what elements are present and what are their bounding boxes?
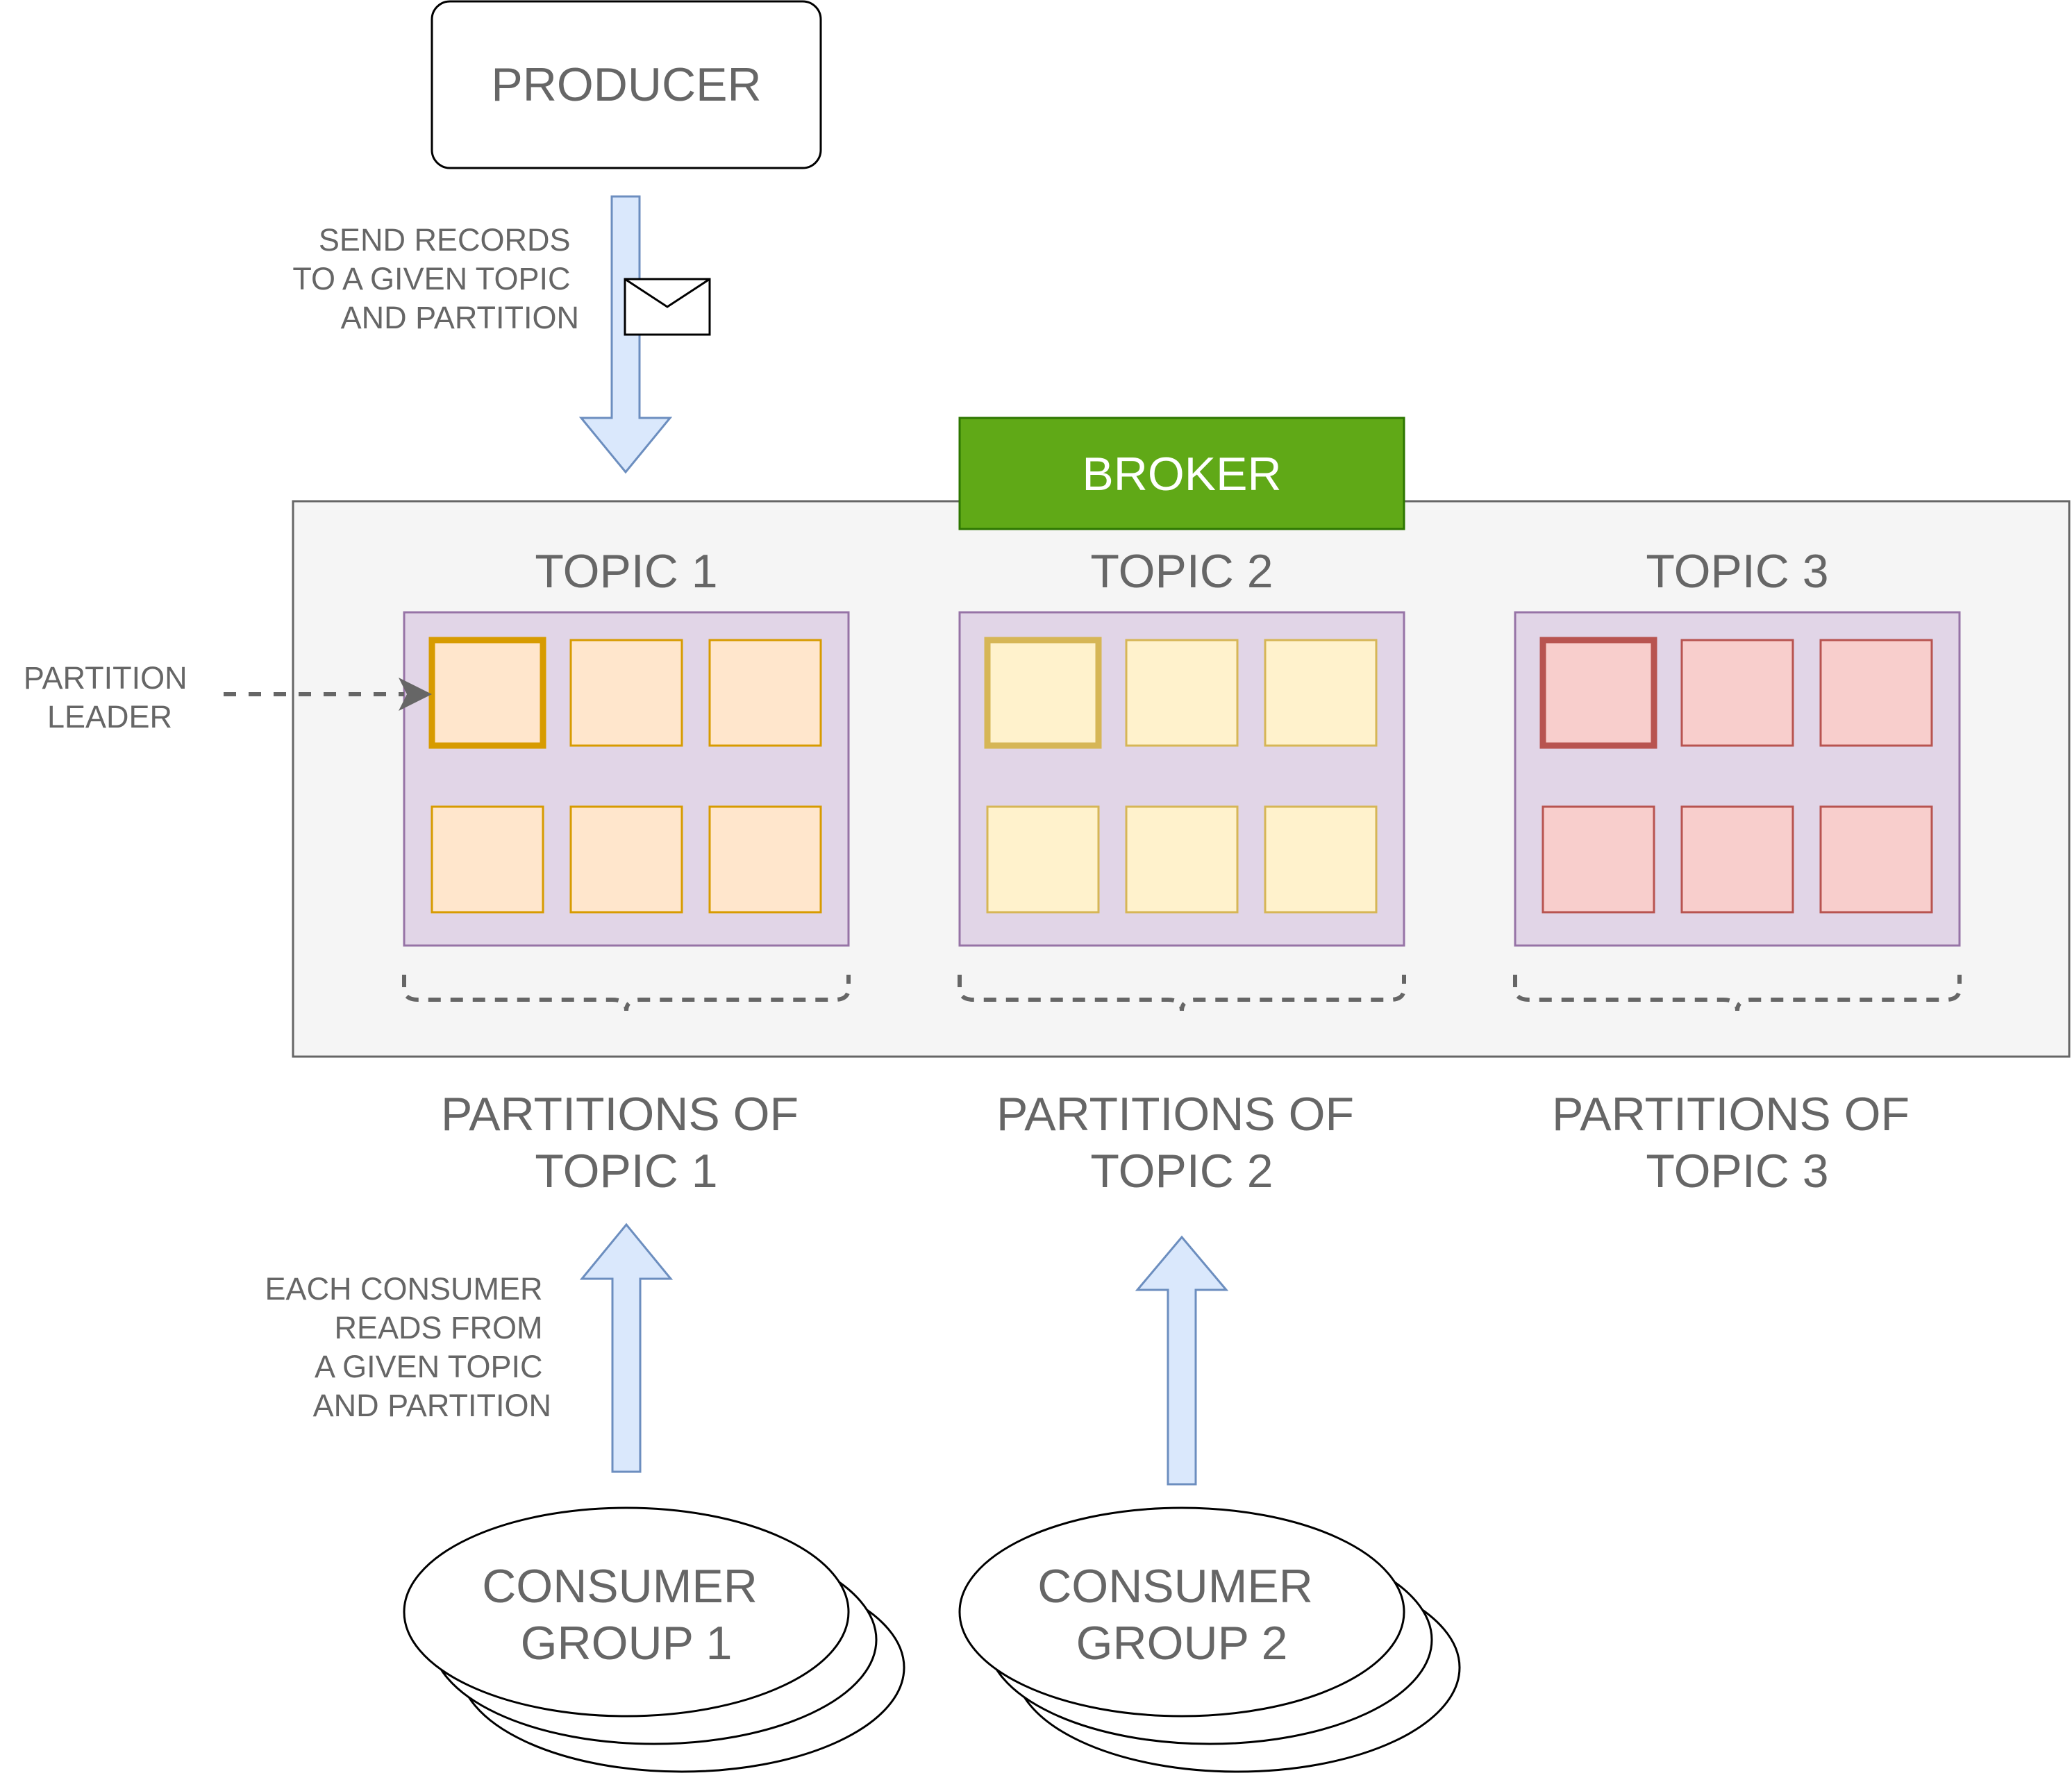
topic-1-title: TOPIC 1 xyxy=(535,545,717,598)
consumer-group-2: CONSUMER GROUP 2 xyxy=(958,1506,1461,1773)
topic-2-caption-line-2: TOPIC 2 xyxy=(1090,1145,1273,1198)
topic-1-brace xyxy=(402,975,851,1011)
topic-1-partition xyxy=(569,639,683,747)
partition-leader-note: PARTITION LEADER xyxy=(24,660,196,734)
topic-3-partition xyxy=(1680,639,1794,747)
consumer-note-line-4: AND PARTITION xyxy=(313,1388,551,1423)
partition-leader-line-1: PARTITION xyxy=(24,660,187,696)
send-records-note: SEND RECORDS TO A GIVEN TOPIC AND PARTIT… xyxy=(292,222,579,335)
topic-2-caption-line-1: PARTITIONS OF xyxy=(996,1088,1354,1141)
topic-1-partition xyxy=(708,639,822,747)
consumer-group-2-line-1: CONSUMER xyxy=(1037,1560,1313,1613)
topic-1-caption-line-2: TOPIC 1 xyxy=(535,1145,717,1198)
consumer-note-line-3: A GIVEN TOPIC xyxy=(315,1349,542,1384)
topic-2-partition-leader xyxy=(984,637,1102,749)
topic-2-partition xyxy=(1264,639,1378,747)
topic-2-title: TOPIC 2 xyxy=(1090,545,1273,598)
topic-3-partition xyxy=(1819,805,1933,914)
topic-2-partition xyxy=(986,805,1100,914)
envelope-icon xyxy=(624,278,711,336)
topic-3-partition xyxy=(1819,639,1933,747)
topic-1-partition xyxy=(708,805,822,914)
consumer-group-2-line-2: GROUP 2 xyxy=(1076,1617,1288,1670)
consumer-group-1-line-2: GROUP 1 xyxy=(521,1617,733,1670)
broker-label: BROKER xyxy=(1082,448,1281,501)
consumer-group-1-line-1: CONSUMER xyxy=(482,1560,758,1613)
topic-2-partition xyxy=(1125,639,1239,747)
topic-1-partition xyxy=(431,805,544,914)
topic-3-title: TOPIC 3 xyxy=(1646,545,1828,598)
send-note-line-3: AND PARTITION xyxy=(341,300,579,335)
broker-header: BROKER xyxy=(958,417,1405,530)
topic-1-caption-line-1: PARTITIONS OF xyxy=(441,1088,799,1141)
topic-2-partition xyxy=(1264,805,1378,914)
send-note-line-2: TO A GIVEN TOPIC xyxy=(292,261,570,296)
topic-1-partitions xyxy=(428,637,822,914)
topic-3-caption-line-2: TOPIC 3 xyxy=(1646,1145,1828,1198)
producer-node: PRODUCER xyxy=(431,0,822,169)
consumer-group-2-arrow xyxy=(1135,1235,1229,1486)
consumer-group-1-label: CONSUMER GROUP 1 xyxy=(482,1560,771,1670)
consumer-note-line-2: READS FROM xyxy=(334,1310,542,1345)
topic-3-partition xyxy=(1680,805,1794,914)
topic-1-partition xyxy=(569,805,683,914)
topic-2-partitions-caption: PARTITIONS OF TOPIC 2 xyxy=(996,1088,1367,1198)
topic-1-partitions-caption: PARTITIONS OF TOPIC 1 xyxy=(441,1088,812,1198)
producer-box xyxy=(431,0,822,169)
consumer-group-1: CONSUMER GROUP 1 xyxy=(403,1506,905,1773)
topic-3-brace xyxy=(1513,975,1962,1011)
topic-3-partition xyxy=(1542,805,1655,914)
partition-leader-line-2: LEADER xyxy=(47,699,172,734)
consumer-read-note: EACH CONSUMER READS FROM A GIVEN TOPIC A… xyxy=(265,1271,551,1423)
topic-2-partitions xyxy=(984,637,1378,914)
broker-badge xyxy=(958,417,1405,530)
topic-3-partitions-caption: PARTITIONS OF TOPIC 3 xyxy=(1552,1088,1923,1198)
partition-leader-pointer xyxy=(224,678,432,711)
consumer-group-1-arrow xyxy=(579,1223,674,1473)
topic-3-partitions xyxy=(1539,637,1933,914)
topic-3-partition-leader xyxy=(1539,637,1657,749)
send-note-line-1: SEND RECORDS xyxy=(319,222,571,258)
topic-2-brace xyxy=(958,975,1406,1011)
consumer-group-2-label: CONSUMER GROUP 2 xyxy=(1037,1560,1326,1670)
topic-2-partition xyxy=(1125,805,1239,914)
topic-3-caption-line-1: PARTITIONS OF xyxy=(1552,1088,1910,1141)
topic-1-partition-leader xyxy=(428,637,546,749)
consumer-note-line-1: EACH CONSUMER xyxy=(265,1271,542,1307)
producer-label: PRODUCER xyxy=(491,58,761,111)
